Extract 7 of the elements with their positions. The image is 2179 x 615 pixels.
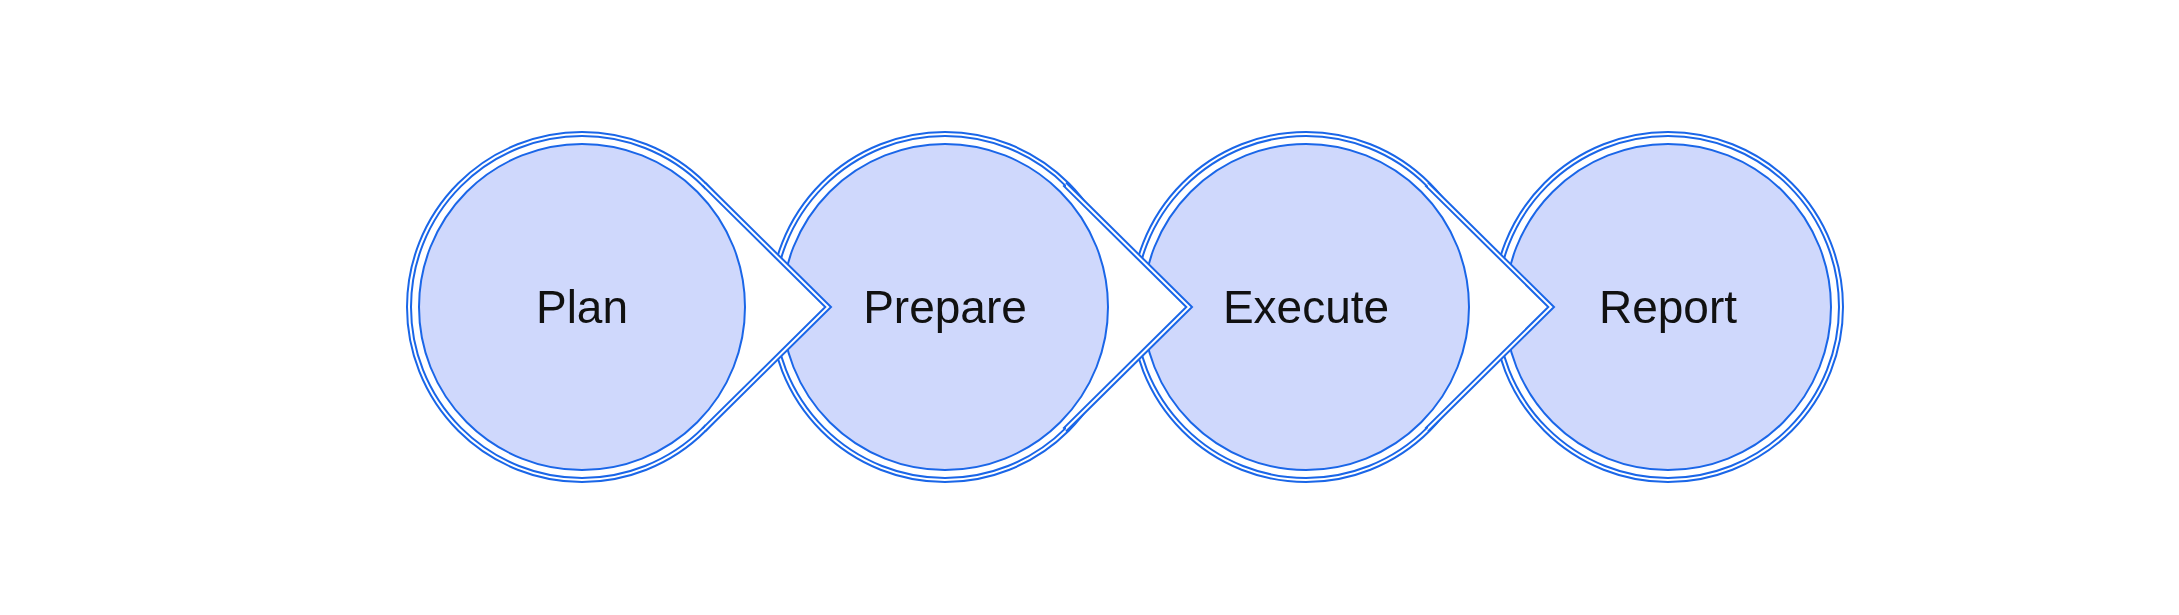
step-label: Plan — [535, 280, 629, 334]
chevron-arrow — [1062, 181, 1193, 433]
step-label: Prepare — [863, 280, 1027, 334]
chevron-arrow — [1424, 181, 1555, 433]
chevron-arrow — [701, 181, 832, 433]
step-label: Report — [1598, 280, 1738, 334]
step-label: Execute — [1222, 280, 1390, 334]
